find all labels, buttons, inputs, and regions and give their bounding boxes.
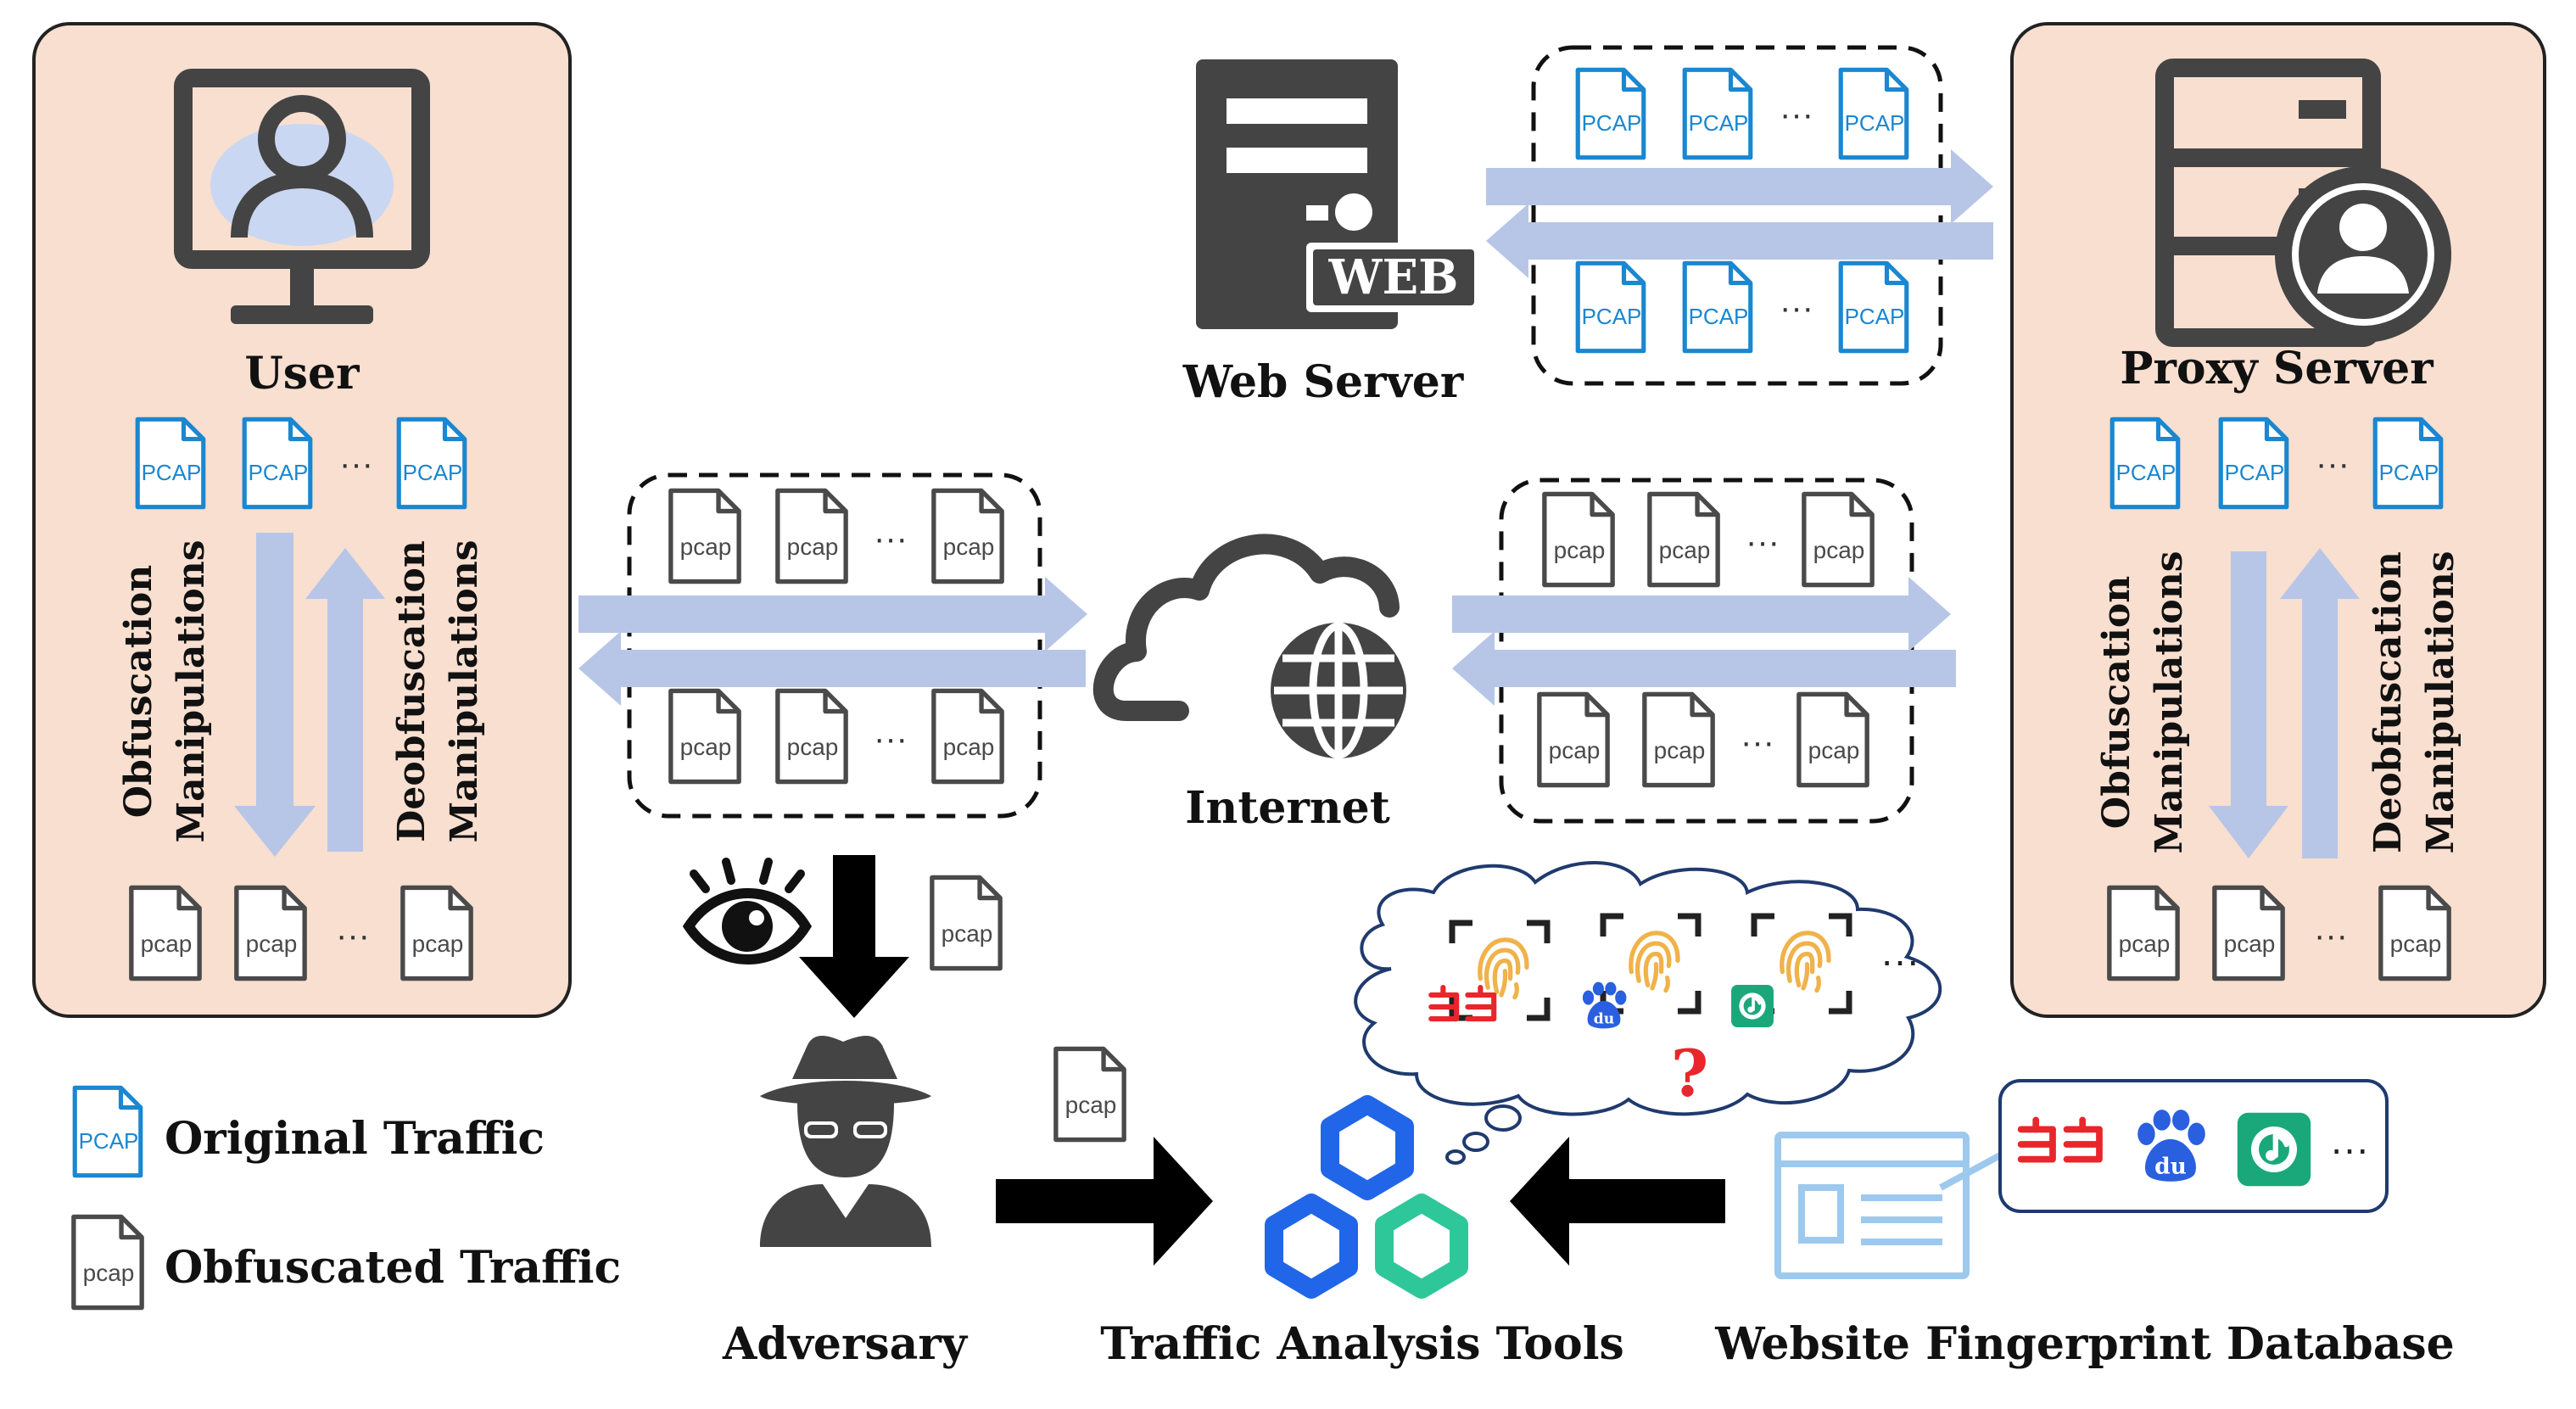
web-badge: WEB (1328, 249, 1459, 305)
web-server-icon: WEB (1196, 59, 1481, 329)
obfuscated-file-label: pcap (412, 931, 464, 957)
question-mark: ? (1671, 1036, 1709, 1111)
fingerprint-thought-bubble: ··· ? (1354, 861, 1942, 1165)
intercepted-file: pcap (932, 877, 1000, 968)
proxy-server-icon (2155, 59, 2451, 347)
user-manipulation-arrows (234, 533, 385, 857)
legend-obfuscated-label: Obfuscated Traffic (165, 1242, 621, 1294)
obfuscated-file-label: pcap (1813, 537, 1865, 563)
original-file-label: PCAP (142, 460, 202, 485)
eye-icon (682, 858, 813, 964)
ellipsis: ··· (1746, 523, 1780, 561)
internet-proxy-traffic: pcap pcap pcap ··· pcap pcap pcap ··· (1452, 478, 1956, 824)
original-file-label: PCAP (2116, 460, 2176, 485)
obfuscated-file-label: pcap (787, 534, 839, 560)
obfuscated-file-label: pcap (1065, 1092, 1117, 1118)
proxy-obfuscated-files: pcap pcap pcap ··· (2109, 887, 2449, 978)
obfuscated-file-label: pcap (246, 931, 298, 957)
obfuscated-file-label: pcap (680, 734, 732, 760)
proxy-server-label: Proxy Server (2120, 343, 2434, 394)
cloud-globe-icon (1092, 534, 1415, 767)
legend-original-label: Original Traffic (165, 1113, 545, 1165)
obfuscated-file-label: pcap (1808, 737, 1860, 763)
obfuscated-file-label: pcap (942, 920, 993, 947)
proxy-manipulation-arrows (2209, 548, 2360, 858)
legend-obfuscated: pcap Obfuscated Traffic (74, 1216, 621, 1307)
obfuscated-file-label: pcap (1554, 537, 1606, 563)
user-obfuscated-files: pcap pcap pcap ··· (131, 887, 471, 978)
original-file-label: PCAP (1845, 110, 1905, 136)
ellipsis: ··· (1780, 289, 1813, 327)
user-internet-traffic: pcap pcap pcap ··· pcap pcap pcap ··· (578, 472, 1087, 819)
database-to-tools-arrow (1510, 1137, 1725, 1266)
obfuscated-file-label: pcap (2224, 931, 2276, 957)
obfuscated-file-label: pcap (680, 534, 732, 560)
ellipsis: ··· (2330, 1127, 2369, 1171)
adversary-to-tools-arrow (996, 1137, 1213, 1266)
spy-glasses (804, 1121, 887, 1210)
obfuscated-file-label: pcap (141, 931, 193, 957)
obfuscated-file-label: pcap (1659, 537, 1711, 563)
adversary-label: Adversary (722, 1318, 969, 1370)
ellipsis: ··· (339, 445, 373, 483)
original-file-label: PCAP (2379, 460, 2439, 485)
ellipsis: ··· (2316, 445, 2350, 483)
obfuscated-file-label: pcap (83, 1260, 135, 1286)
user-label: User (244, 348, 360, 400)
original-file-label: PCAP (1582, 304, 1642, 329)
ellipsis: ··· (1880, 938, 1919, 982)
legend-original: PCAP Original Traffic (75, 1088, 545, 1175)
user-original-files: PCAP PCAP PCAP ··· (137, 419, 465, 506)
legend: PCAP Original Traffic pcap Obfuscated Tr… (74, 1088, 621, 1307)
web-server-label: Web Server (1182, 356, 1464, 408)
original-file-label: PCAP (403, 460, 463, 485)
proxy-original-files: PCAP PCAP PCAP ··· (2112, 419, 2441, 506)
adversary-file: pcap (1056, 1048, 1124, 1139)
ellipsis: ··· (336, 917, 370, 954)
original-file-label: PCAP (2225, 460, 2285, 485)
site-logos-callout: ··· (1998, 1079, 2389, 1213)
traffic-analysis-tools-label: Traffic Analysis Tools (1100, 1318, 1624, 1370)
web-proxy-traffic: PCAP PCAP PCAP ··· PCAP PCAP PCAP ··· (1486, 45, 1993, 386)
original-file-label: PCAP (79, 1128, 139, 1154)
monitor-user-icon (174, 69, 430, 324)
ellipsis: ··· (2314, 917, 2348, 954)
ellipsis: ··· (874, 520, 908, 557)
ellipsis: ··· (874, 720, 908, 758)
ellipsis: ··· (1741, 724, 1774, 761)
proxy-panel: Proxy Server PCAP PCAP PCAP ··· Obfuscat… (2010, 22, 2546, 1018)
internet-label: Internet (1185, 782, 1390, 834)
obfuscated-file-label: pcap (2390, 931, 2442, 957)
obfuscated-file-label: pcap (2119, 931, 2171, 957)
obfuscated-file-label: pcap (787, 734, 839, 760)
spy-icon (760, 1036, 931, 1247)
intercept-arrow (799, 855, 909, 1018)
original-file-label: PCAP (249, 460, 309, 485)
ellipsis: ··· (1780, 96, 1813, 133)
website-fingerprint-database-label: Website Fingerprint Database (1714, 1318, 2455, 1370)
original-file-label: PCAP (1689, 110, 1749, 136)
original-file-label: PCAP (1689, 304, 1749, 329)
webpage-icon (1774, 1132, 2002, 1279)
obfuscated-file-label: pcap (943, 734, 995, 760)
music-logo (1730, 984, 1774, 1028)
original-file-label: PCAP (1845, 304, 1905, 329)
music-logo (2238, 1113, 2311, 1186)
obfuscated-file-label: pcap (1654, 737, 1706, 763)
obfuscated-file-label: pcap (1549, 737, 1601, 763)
original-file-label: PCAP (1582, 110, 1642, 136)
hexagon-cluster-icon (1265, 1095, 1468, 1299)
obfuscated-file-label: pcap (943, 534, 995, 560)
